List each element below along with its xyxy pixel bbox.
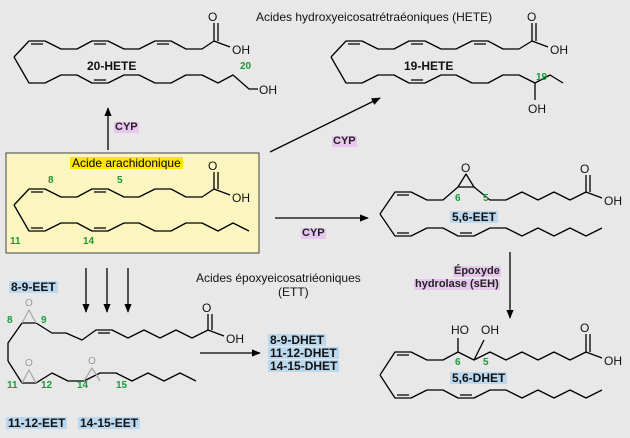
dhet56-oh-bonds xyxy=(457,338,485,361)
hete19-oh-acid: OH xyxy=(550,43,568,57)
hete20-upper-chain xyxy=(13,23,215,58)
ett-oh: OH xyxy=(226,332,244,346)
dhet56-chain xyxy=(379,334,587,376)
ett-epoxide-89 xyxy=(21,309,37,324)
eet56-epoxide xyxy=(457,173,475,188)
cnum-ett-8: 8 xyxy=(7,315,13,326)
hete-section-title: Acides hydroxyeicosatrétraéoniques (HETE… xyxy=(256,10,493,24)
arrow-to-19-hete xyxy=(269,97,381,153)
eet56-chain xyxy=(379,175,587,215)
cnum-dhet56-5: 5 xyxy=(483,357,489,368)
label-11-12-dhet: 11-12-DHET xyxy=(268,346,339,360)
cnum-ett-14: 14 xyxy=(77,380,89,391)
dhet56-oh-5: OH xyxy=(481,323,499,337)
label-8-9-eet: 8-9-EET xyxy=(9,280,58,294)
ett-section-abbr: (ETT) xyxy=(278,285,309,299)
cnum-eet56-6: 6 xyxy=(455,193,461,204)
label-5-6-eet: 5,6-EET xyxy=(450,210,499,224)
cnum-aa-11: 11 xyxy=(10,236,21,247)
hete19-upper-chain xyxy=(330,23,533,58)
ett-lower-chain xyxy=(7,360,197,384)
hete19-o: O xyxy=(527,10,537,24)
hete20-oh-terminal: OH xyxy=(259,83,277,97)
aa-cis-bonds xyxy=(31,191,106,229)
enzyme-cyp-19hete: CYP xyxy=(332,135,357,147)
enzyme-cyp-20hete: CYP xyxy=(114,121,139,133)
cnum-ett-9: 9 xyxy=(41,315,47,326)
ett-carboxyl-oh xyxy=(207,329,225,337)
label-14-15-dhet: 14-15-DHET xyxy=(268,359,340,373)
cnum-aa-8: 8 xyxy=(48,175,54,186)
dhet56-ho-6: HO xyxy=(451,323,469,337)
enzyme-seh-line2: hydrolase (sEH) xyxy=(414,278,500,290)
eet56-o: O xyxy=(580,162,590,176)
ett-epoxide-o-1112: O xyxy=(25,358,33,369)
cnum-hete19-19: 19 xyxy=(536,72,548,83)
eet56-cis-bonds xyxy=(397,194,472,234)
label-14-15-eet: 14-15-EET xyxy=(78,416,141,430)
eet56-carboxyl-oh xyxy=(585,191,603,199)
eet56-lower-chain xyxy=(379,213,603,237)
hete20-carboxyl-oh xyxy=(213,40,231,48)
cnum-ett-15: 15 xyxy=(116,380,128,391)
aa-carboxyl-oh xyxy=(213,188,231,196)
eet56-epoxide-o: O xyxy=(461,161,471,175)
aa-o: O xyxy=(208,159,218,173)
label-8-9-dhet: 8-9-DHET xyxy=(268,333,327,347)
hete19-lower-chain xyxy=(330,56,564,84)
cnum-ett-11: 11 xyxy=(7,380,18,391)
hete19-carboxyl-oh xyxy=(531,40,549,48)
label-20-hete: 20-HETE xyxy=(87,59,137,73)
dhet56-carboxyl-oh xyxy=(585,351,603,359)
ett-epoxide-1112 xyxy=(21,369,37,384)
aa-lower-chain xyxy=(13,204,250,232)
ett-epoxide-1415 xyxy=(83,367,101,382)
dhet56-lower-chain xyxy=(379,374,603,399)
hete19-cis-bonds xyxy=(348,43,486,81)
aa-upper-chain xyxy=(13,172,215,206)
ett-section-title: Acides époxyeicosatriéoniques xyxy=(196,271,361,285)
dhet56-cis-bonds xyxy=(397,354,472,396)
cnum-aa-5: 5 xyxy=(117,175,123,186)
enzyme-cyp-eet: CYP xyxy=(301,227,326,239)
enzyme-seh-line1: Époxyde xyxy=(453,265,501,277)
eet56-oh: OH xyxy=(604,194,622,208)
hete19-oh: OH xyxy=(528,102,546,116)
label-19-hete: 19-HETE xyxy=(404,59,454,73)
hete20-lower-chain xyxy=(13,56,258,90)
hete20-oh-acid: OH xyxy=(232,43,250,57)
label-arachidonic-acid: Acide arachidonique xyxy=(70,156,183,170)
label-5-6-dhet: 5,6-DHET xyxy=(450,371,508,385)
ett-epoxide-o-89: O xyxy=(25,298,33,309)
arachidonic-acid-box xyxy=(5,152,260,254)
cnum-hete20-20: 20 xyxy=(240,61,252,72)
ett-epoxide-o-1415: O xyxy=(88,356,96,367)
cnum-eet56-5: 5 xyxy=(483,193,489,204)
hete20-cis-bonds xyxy=(31,43,169,81)
dhet56-oh-acid: OH xyxy=(604,354,622,368)
ett-o: O xyxy=(202,301,212,315)
ett-upper-chain xyxy=(7,314,209,361)
cnum-dhet56-6: 6 xyxy=(455,357,461,368)
label-11-12-eet: 11-12-EET xyxy=(6,416,68,430)
cnum-aa-14: 14 xyxy=(83,236,95,247)
dhet56-o: O xyxy=(580,321,590,335)
aa-oh: OH xyxy=(232,191,250,205)
hete20-o: O xyxy=(208,10,218,24)
cnum-ett-12: 12 xyxy=(41,380,53,391)
